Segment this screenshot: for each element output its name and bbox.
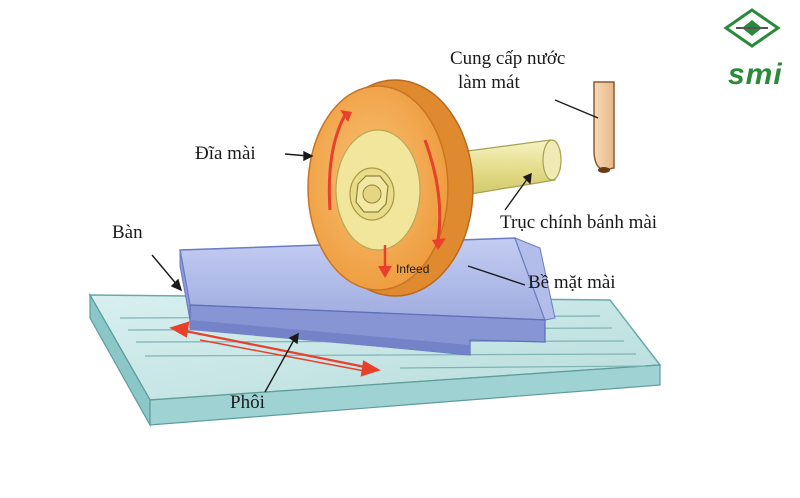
- label-surface: Bề mặt mài: [528, 272, 616, 294]
- label-workpiece: Phôi: [230, 392, 265, 414]
- label-coolant-line1: Cung cấp nước: [450, 48, 565, 70]
- label-infeed: Infeed: [396, 262, 429, 276]
- label-wheel: Đĩa mài: [195, 143, 256, 165]
- smi-logo-text: smi: [728, 58, 783, 92]
- label-spindle: Trục chính bánh mài: [500, 212, 657, 234]
- label-table: Bàn: [112, 222, 143, 244]
- coolant-pipe: [594, 82, 614, 173]
- grinding-wheel: [308, 80, 473, 296]
- smi-logo-mark: [726, 10, 778, 46]
- label-coolant-line2: làm mát: [458, 72, 520, 94]
